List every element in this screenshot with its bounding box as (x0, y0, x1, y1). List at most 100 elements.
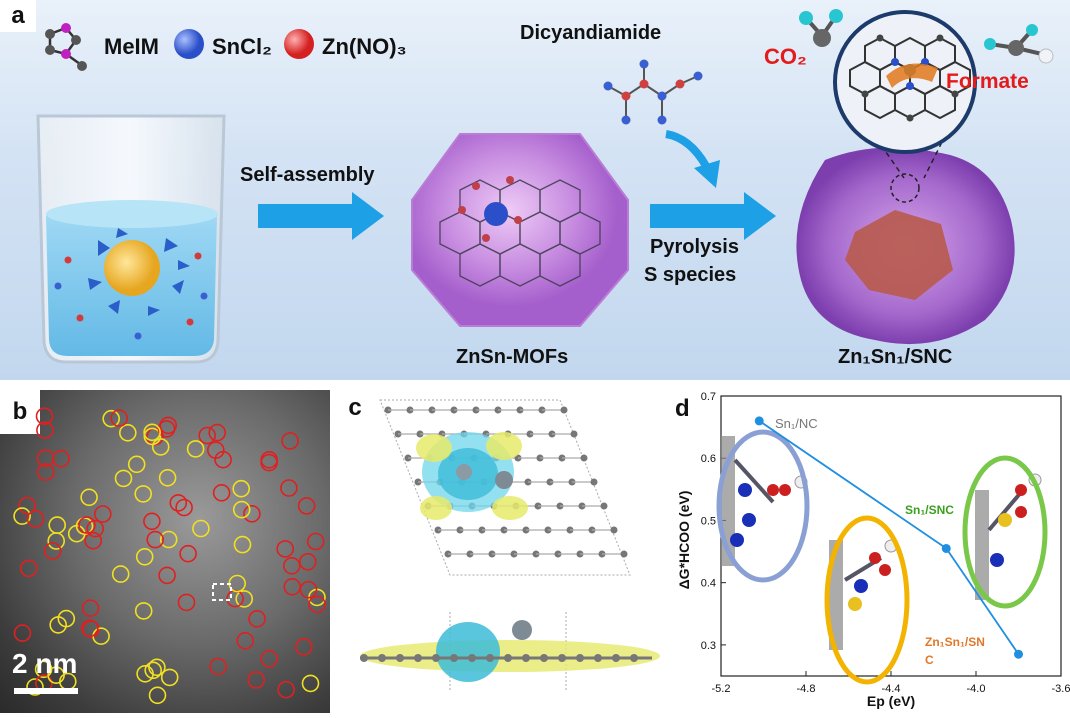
side-atom (414, 654, 422, 662)
x-tick-label: -4.8 (797, 683, 816, 695)
sn-atom-marker (13, 624, 32, 642)
y-tick-label: 0.4 (701, 578, 716, 590)
x-tick-label: -4.0 (967, 683, 986, 695)
scale-bar (14, 688, 78, 694)
sn-atom-marker (81, 599, 100, 617)
sn-atom-marker (294, 637, 313, 656)
sn-atom-marker (298, 553, 317, 571)
co2-molecule-icon (799, 9, 843, 47)
zn-atom-marker (301, 674, 320, 693)
zn-atom-marker (159, 530, 178, 549)
panel-a-schematic: a MeIM SnCl₂ Zn(NO)₃ (0, 0, 1070, 380)
s-species-label: S species (644, 264, 737, 286)
zn-atom-marker (186, 440, 205, 458)
sn-atom-marker (175, 498, 193, 517)
sn-atom-marker (243, 505, 261, 523)
side-atom (486, 654, 494, 662)
zn1sn1-snc-label: Zn₁Sn₁/SNC (838, 346, 953, 368)
beaker-illustration (36, 114, 226, 364)
sn-atom-marker (299, 580, 318, 599)
sn-atom-marker (18, 496, 37, 515)
side-atom (504, 654, 512, 662)
sn-atom-marker (212, 484, 231, 502)
znsn-mofs-label: ZnSn-MOFs (456, 346, 569, 368)
scale-label: 2 nm (12, 648, 78, 679)
zn-atom-marker (235, 590, 253, 608)
sn-atom-marker (248, 610, 266, 628)
sn-atom-marker (308, 595, 326, 614)
sn-atom-marker (306, 532, 325, 551)
sn-atom-marker (208, 423, 226, 442)
sn-atom-marker (36, 421, 54, 440)
side-atom (378, 654, 386, 662)
zn-atom-marker (232, 479, 250, 498)
side-atom (432, 654, 440, 662)
side-atom (360, 654, 368, 662)
sn-atom-marker (81, 619, 99, 638)
zn-atom-marker (192, 519, 210, 538)
zn-atom-marker (134, 485, 152, 503)
lattice-atom (590, 478, 598, 486)
panel-c-charge-density: c (340, 390, 670, 713)
self-assembly-arrow (258, 192, 384, 240)
sn-atom-marker (209, 657, 227, 676)
zn-atom-marker (158, 469, 177, 487)
x-tick-label: -3.6 (1052, 683, 1070, 695)
zn-atom-marker (148, 686, 167, 705)
zn1sn1-snc-particle (796, 147, 1015, 345)
sn-atom-marker (159, 416, 177, 435)
sn-atom-marker (35, 407, 54, 426)
lattice-atom (580, 454, 588, 462)
side-atom (540, 654, 548, 662)
label-c: C (925, 653, 934, 667)
zn-atom-marker (134, 602, 153, 620)
self-assembly-label: Self-assembly (240, 164, 375, 186)
sn1-nc-highlight (716, 429, 810, 583)
side-atom (576, 654, 584, 662)
sn-atom-marker (110, 409, 128, 427)
zn-atom-marker (151, 438, 170, 456)
legend-sncl2-label: SnCl₂ (212, 34, 272, 59)
sn-atom-marker (177, 593, 196, 612)
zn-atom-marker (127, 455, 146, 474)
zn-sphere-icon (284, 29, 314, 59)
sn-atom-marker (214, 450, 232, 469)
legend-meim-label: MeIM (104, 34, 159, 59)
panel-a-label: a (0, 0, 36, 32)
co2-label: CO₂ (764, 44, 807, 69)
charge-density-top-view (379, 399, 631, 576)
panel-b-label: b (0, 390, 40, 434)
zn-atom-marker (135, 548, 154, 566)
side-atom (468, 654, 476, 662)
sn-atom-marker (146, 530, 164, 549)
sn-atom-marker (226, 589, 244, 608)
sn-atom-marker (260, 453, 278, 472)
zn-atom-marker (144, 661, 162, 680)
curved-arrow-icon (665, 130, 720, 188)
zn-atom-marker (48, 516, 67, 534)
sn-atom-marker (86, 519, 104, 538)
zn-atom-marker (80, 488, 98, 507)
sn-atom-marker (36, 449, 55, 467)
dicyandiamide-molecule (603, 59, 703, 125)
atom-markers-layer (13, 407, 326, 705)
zn1sn1-snc-highlight (824, 515, 910, 685)
x-axis-label: Ep (eV) (867, 693, 915, 709)
y-tick-label: 0.6 (701, 453, 716, 465)
zn-atom-marker (143, 423, 161, 442)
side-atom (558, 654, 566, 662)
sn-atom-marker (36, 463, 55, 481)
inset-sn1-nc (716, 429, 810, 583)
sn-atom-marker (276, 540, 295, 558)
zn-atom-marker (47, 532, 66, 550)
sn-atom-marker (198, 426, 216, 445)
sn-atom-marker (78, 516, 96, 534)
sn-atom-marker (84, 531, 102, 550)
sn-atom-marker (94, 505, 112, 523)
inset-zn1sn1-snc (824, 515, 910, 685)
inset-sn1-snc (962, 455, 1048, 609)
zn-atom-marker (111, 565, 130, 583)
label-zn1sn1-sn: Zn₁Sn₁/SN (925, 635, 985, 649)
data-point (754, 416, 764, 426)
charge-density-side-view (360, 612, 660, 692)
